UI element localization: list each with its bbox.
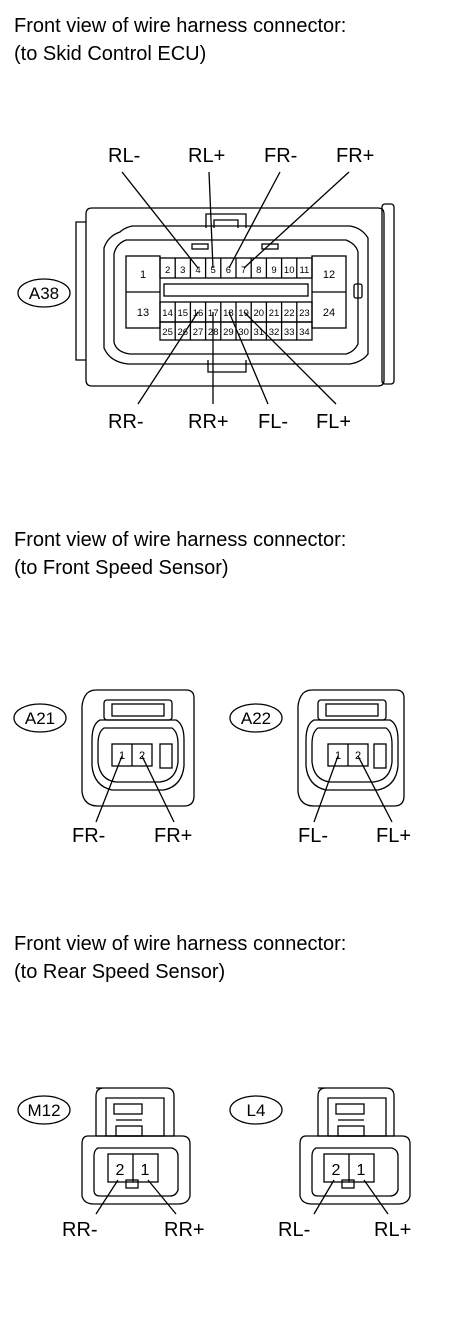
connector-id-a38: A38: [29, 284, 59, 303]
center-grid-lines: [174, 258, 298, 340]
pin-label-rr-minus: RR-: [62, 1219, 98, 1241]
connector-id-a21: A21: [25, 709, 55, 728]
pin-number: 19: [238, 308, 249, 319]
pin-label-rr-minus: RR-: [108, 411, 144, 433]
pin-number: 6: [226, 265, 231, 276]
heading-line-2: (to Rear Speed Sensor): [14, 961, 226, 983]
pin-number: 33: [284, 327, 295, 338]
pin-number: 5: [211, 265, 216, 276]
rear-sensor-connector-m12: M12 2 1 RR- RR+: [17, 1087, 205, 1241]
pin-number: 1: [140, 269, 146, 281]
rear-sensor-connector-l4: L4 2 1 RL- RL+: [229, 1087, 411, 1241]
heading-line-2: (to Skid Control ECU): [14, 43, 207, 65]
pin-number: 8: [256, 265, 261, 276]
heading-line-1: Front view of wire harness connector:: [14, 15, 347, 37]
pin-number: 15: [178, 308, 189, 319]
pin-number: 12: [323, 269, 335, 281]
pin-label-fr-minus: FR-: [72, 825, 105, 847]
pin-number: 16: [193, 308, 204, 319]
connector-id-m12: M12: [27, 1101, 60, 1120]
rear-sensor-heading: Front view of wire harness connector: (t…: [14, 930, 346, 986]
pin-number: 1: [141, 1162, 150, 1179]
ecu-connector-heading: Front view of wire harness connector: (t…: [14, 12, 346, 68]
pin-label-fr-minus: FR-: [264, 145, 297, 167]
pin-number: 30: [238, 327, 249, 338]
heading-line-2: (to Front Speed Sensor): [14, 557, 229, 579]
pin-number: 3: [180, 265, 185, 276]
pin-label-fl-plus: FL+: [316, 411, 351, 433]
pin-label-rl-minus: RL-: [108, 145, 140, 167]
heading-line-1: Front view of wire harness connector:: [14, 529, 347, 551]
pin-label-rl-plus: RL+: [188, 145, 225, 167]
pin-number: 20: [254, 308, 265, 319]
pin-number: 31: [254, 327, 265, 338]
pin-label-rr-plus: RR+: [188, 411, 229, 433]
pin-number: 18: [223, 308, 234, 319]
heading-line-1: Front view of wire harness connector:: [14, 933, 347, 955]
pin-label-fr-plus: FR+: [336, 145, 374, 167]
pin-label-fl-minus: FL-: [298, 825, 328, 847]
pin-number: 2: [332, 1162, 341, 1179]
pin-number: 21: [269, 308, 280, 319]
pin-number: 29: [223, 327, 234, 338]
pin-number: 23: [299, 308, 310, 319]
pin-label-fl-minus: FL-: [258, 411, 288, 433]
pin-number: 9: [271, 265, 276, 276]
pin-label-fr-plus: FR+: [154, 825, 192, 847]
pin-number: 34: [299, 327, 310, 338]
front-sensor-heading: Front view of wire harness connector: (t…: [14, 526, 346, 582]
connector-id-l4: L4: [247, 1101, 266, 1120]
front-sensor-connector-a21: A21 1 2 FR- FR+: [13, 689, 195, 847]
pin-number: 14: [162, 308, 173, 319]
pin-number: 7: [241, 265, 246, 276]
pin-label-rl-plus: RL+: [374, 1219, 411, 1241]
pin-number: 4: [195, 265, 200, 276]
pin-number: 10: [284, 265, 295, 276]
pin-number: 1: [357, 1162, 366, 1179]
pin-label-rr-plus: RR+: [164, 1219, 205, 1241]
pin-label-fl-plus: FL+: [376, 825, 411, 847]
pin-label-rl-minus: RL-: [278, 1219, 310, 1241]
pin-number: 2: [116, 1162, 125, 1179]
pin-number: 22: [284, 308, 295, 319]
pin-number: 2: [165, 265, 170, 276]
connector-id-a22: A22: [241, 709, 271, 728]
pin-number: 26: [178, 327, 189, 338]
pin-number: 27: [193, 327, 204, 338]
pin-number: 25: [162, 327, 173, 338]
front-sensor-connector-a22: A22 1 2 FL- FL+: [229, 689, 411, 847]
pin-number: 24: [323, 307, 335, 319]
pin-number: 11: [299, 265, 309, 276]
pin-number: 32: [269, 327, 280, 338]
pin-number: 13: [137, 307, 149, 319]
